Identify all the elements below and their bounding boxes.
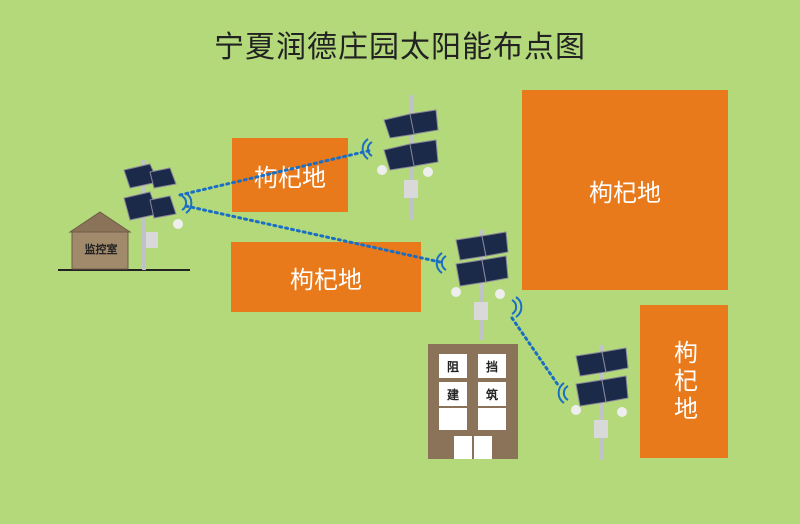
solar-pole-d bbox=[557, 345, 629, 460]
solar-pole-a bbox=[123, 160, 193, 270]
link-2 bbox=[184, 204, 442, 264]
goji-field-4: 枸杞地 bbox=[640, 305, 728, 458]
wireless-links bbox=[178, 148, 560, 387]
solar-pole-c bbox=[435, 230, 523, 340]
solar-pole-b bbox=[361, 95, 439, 220]
building-char-1: 阻 bbox=[439, 354, 467, 378]
building-char-4: 筑 bbox=[478, 382, 506, 406]
building-char-3: 建 bbox=[439, 382, 467, 406]
link-1 bbox=[178, 148, 374, 197]
goji-field-3: 枸杞地 bbox=[522, 90, 728, 290]
monitor-room-label: 监控室 bbox=[84, 243, 118, 256]
diagram-title: 宁夏润德庄园太阳能布点图 bbox=[214, 30, 586, 65]
monitor-room-house bbox=[68, 211, 132, 270]
link-3 bbox=[510, 316, 560, 387]
goji-field-1: 枸杞地 bbox=[232, 138, 348, 212]
building-char-2: 挡 bbox=[478, 354, 506, 378]
goji-field-2: 枸杞地 bbox=[231, 242, 421, 312]
